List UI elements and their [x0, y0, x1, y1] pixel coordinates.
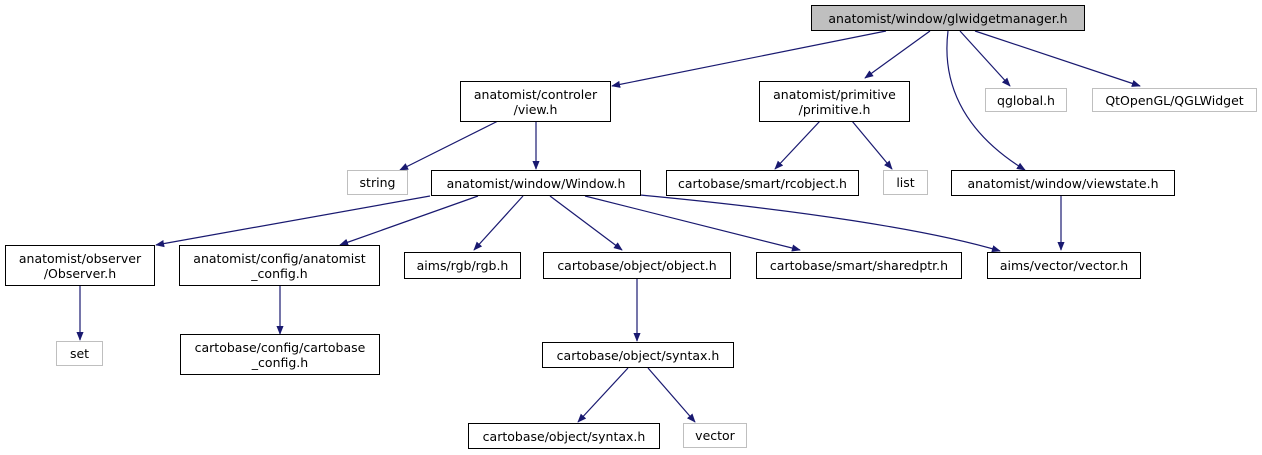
node-object-h[interactable]: cartobase/object/object.h — [543, 252, 731, 279]
edge-root-qglwidget — [974, 30, 1141, 87]
node-cartobase-config-h[interactable]: cartobase/config/cartobase _config.h — [180, 334, 380, 375]
node-view-h[interactable]: anatomist/controler /view.h — [460, 81, 611, 122]
edge-root-primitive — [864, 30, 931, 79]
edge-view-string — [399, 120, 499, 171]
edge-root-view — [611, 30, 887, 88]
node-window-h[interactable]: anatomist/window/Window.h — [431, 170, 641, 196]
node-rgb-h[interactable]: aims/rgb/rgb.h — [404, 252, 521, 279]
node-viewstate-h[interactable]: anatomist/window/viewstate.h — [951, 170, 1175, 196]
node-set[interactable]: set — [56, 341, 103, 366]
edge-window-rgb — [473, 195, 524, 251]
node-list[interactable]: list — [883, 170, 928, 195]
node-string[interactable]: string — [347, 170, 408, 195]
node-observer-h[interactable]: anatomist/observer /Observer.h — [5, 245, 155, 286]
node-sharedptr-h[interactable]: cartobase/smart/sharedptr.h — [756, 252, 962, 279]
node-vector[interactable]: vector — [683, 423, 747, 448]
node-syntax-h-child[interactable]: cartobase/object/syntax.h — [468, 423, 660, 449]
edge-window-sharedptr — [584, 195, 801, 252]
edge-syntax1-vector — [647, 367, 696, 423]
node-syntax-h-parent[interactable]: cartobase/object/syntax.h — [542, 342, 734, 368]
node-aims-vector-h[interactable]: aims/vector/vector.h — [987, 252, 1141, 279]
node-glwidgetmanager-h[interactable]: anatomist/window/glwidgetmanager.h — [811, 5, 1085, 31]
edge-primitive-rcobject — [774, 120, 821, 170]
node-qglwidget[interactable]: QtOpenGL/QGLWidget — [1092, 88, 1257, 112]
edge-root-viewstate — [946, 30, 1026, 171]
edge-syntax1-syntax2 — [577, 367, 629, 423]
node-primitive-h[interactable]: anatomist/primitive /primitive.h — [759, 81, 910, 122]
node-qglobal-h[interactable]: qglobal.h — [985, 88, 1067, 112]
edge-root-qglobal — [959, 30, 1011, 87]
node-rcobject-h[interactable]: cartobase/smart/rcobject.h — [666, 170, 859, 196]
edge-window-aimsvector — [639, 194, 1001, 253]
edge-window-anatconfig — [339, 195, 479, 246]
edge-window-observer — [155, 195, 431, 248]
node-anatomist-config-h[interactable]: anatomist/config/anatomist _config.h — [179, 245, 380, 286]
edge-window-object — [549, 195, 623, 251]
edge-primitive-list — [851, 120, 893, 170]
